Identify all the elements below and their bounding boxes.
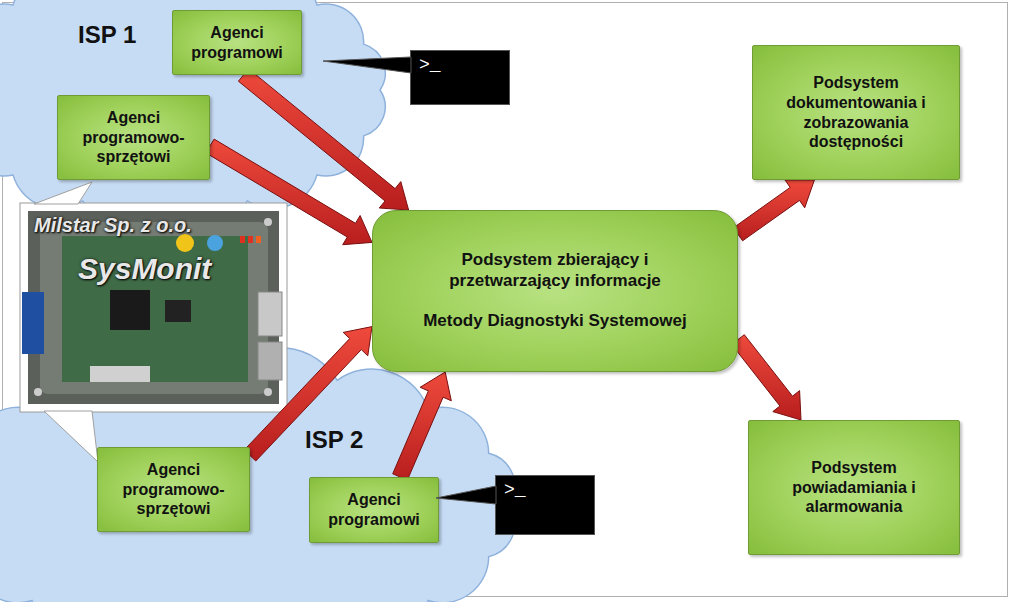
- cloud-title: ISP 1: [78, 20, 136, 49]
- photo-label-holder: SysMonit: [78, 252, 211, 286]
- process-box: Agenci programowi: [172, 10, 302, 75]
- photo-label: SysMonit: [78, 252, 211, 285]
- process-box: Agenci programowo- sprzętowi: [97, 447, 250, 532]
- box-content: Agenci programowi: [173, 23, 301, 62]
- terminal-tail-shape: [323, 57, 411, 73]
- terminal-tail-shape: [436, 486, 496, 504]
- box-text: Agenci programowo- sprzętowi: [58, 108, 209, 167]
- cloud-shape: [0, 0, 385, 227]
- flow-arrow: [393, 372, 452, 480]
- box-content: Agenci programowo- sprzętowi: [58, 108, 209, 167]
- box-text: Agenci programowo- sprzętowi: [98, 460, 249, 519]
- box-text: Agenci programowi: [310, 490, 438, 529]
- box-content: Podsystem powiadamiania i alarmowania: [787, 458, 921, 517]
- process-box: Agenci programowo- sprzętowi: [57, 95, 210, 180]
- terminal-prompt: >_: [411, 51, 509, 74]
- flow-arrow: [732, 335, 801, 420]
- box-text: Agenci programowi: [173, 23, 301, 62]
- box-content: Podsystem zbierający i przetwarzający in…: [405, 250, 705, 332]
- photo-label: Milstar Sp. z o.o.: [34, 214, 192, 236]
- box-content: Podsystem dokumentowania i zobrazowania …: [781, 73, 931, 151]
- box-content: Agenci programowo- sprzętowi: [98, 460, 249, 519]
- flow-arrow: [238, 69, 408, 210]
- flow-arrow: [733, 180, 814, 241]
- subsystem-box: Podsystem zbierający i przetwarzający in…: [372, 210, 738, 372]
- terminal-tail: [496, 476, 497, 477]
- process-box: Podsystem powiadamiania i alarmowania: [748, 420, 960, 555]
- box-text: Metody Diagnostyki Systemowej: [423, 311, 687, 332]
- cloud-title-holder: ISP 2: [305, 425, 363, 454]
- process-box: Agenci programowi: [309, 477, 439, 543]
- isp-cloud: ISP 1 Agenci programowo- sprzętowi Agenci …: [0, 0, 390, 220]
- terminal-prompt: >_: [496, 476, 594, 499]
- cloud-title-holder: ISP 1: [78, 20, 136, 49]
- box-content: Agenci programowi: [310, 490, 438, 529]
- flow-arrow: [244, 327, 372, 461]
- callout-wedge: [34, 182, 92, 204]
- photo-label-holder: Milstar Sp. z o.o.: [34, 214, 192, 237]
- process-box: Podsystem dokumentowania i zobrazowania …: [752, 45, 960, 180]
- callout-wedge: [44, 411, 98, 462]
- cloud-title: ISP 2: [305, 425, 363, 454]
- terminal-tail: [411, 51, 412, 52]
- terminal-icon: >_: [410, 50, 510, 105]
- terminal-icon: >_: [495, 475, 595, 535]
- box-text: Podsystem powiadamiania i alarmowania: [787, 458, 921, 517]
- box-text: Podsystem dokumentowania i zobrazowania …: [781, 73, 931, 151]
- box-text: Podsystem zbierający i przetwarzający in…: [405, 250, 705, 291]
